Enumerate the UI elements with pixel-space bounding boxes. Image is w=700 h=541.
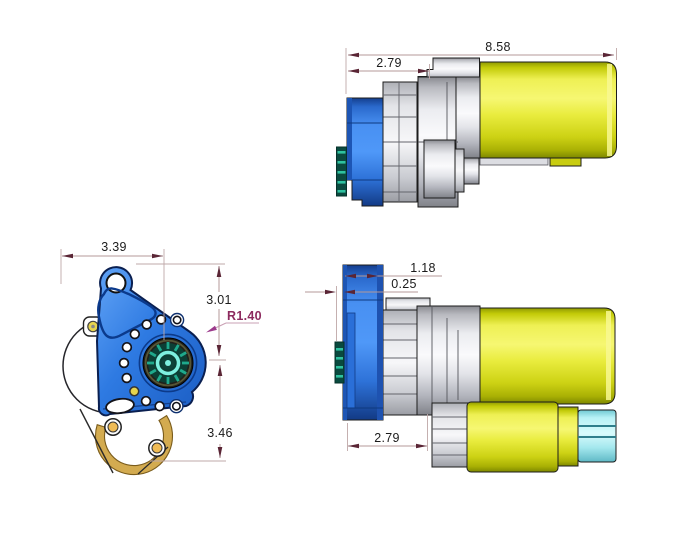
motor-end-highlight — [607, 64, 612, 156]
solenoid-step-ring — [557, 406, 579, 467]
connector-pin — [337, 190, 346, 193]
solenoid-bracket — [431, 402, 469, 468]
dim-bracket-to-gearbox: 2.79 — [376, 56, 402, 70]
dim-arrowhead — [216, 266, 222, 277]
dim-center-to-bottom: 3.46 — [207, 426, 233, 440]
dim-center-to-top: 3.01 — [206, 293, 232, 307]
bottom-slot — [105, 397, 135, 415]
bolt-hole — [141, 319, 152, 330]
connector-pin — [337, 171, 346, 174]
spline-bright-ring — [155, 350, 181, 376]
pocket-outline — [97, 287, 157, 339]
gear-stack — [381, 309, 418, 416]
bolt-hole-pilot — [129, 386, 140, 397]
dim-connector-offset: 0.25 — [391, 277, 417, 291]
dim-flange-radius: R1.40 — [227, 309, 262, 323]
spline-center — [165, 360, 171, 366]
solenoid-end-cap — [577, 409, 617, 463]
bolt-hole-pattern — [118, 312, 185, 414]
dim-arrowhead — [217, 447, 223, 458]
radius-arrowhead — [206, 325, 217, 333]
front-view: 3.39 3.01 3.46 R1.40 — [60, 240, 262, 476]
motor-body — [479, 61, 617, 159]
bolt-hole — [118, 357, 130, 369]
dim-arrowhead — [345, 273, 356, 279]
electrical-connector — [336, 146, 347, 197]
dim-arrowhead — [152, 253, 163, 259]
dim-overall-length: 8.58 — [485, 40, 511, 54]
connector-body — [334, 341, 345, 384]
bolt-hole — [171, 401, 181, 411]
bolt-hole — [155, 314, 167, 325]
output-spline-hub — [138, 333, 198, 393]
output-shaft — [463, 157, 480, 185]
gearbox-housing — [416, 305, 481, 416]
solenoid-body — [466, 401, 559, 473]
mounting-bracket — [346, 97, 384, 207]
output-drum — [423, 139, 456, 199]
motor-tab — [549, 157, 582, 167]
flange-rib — [346, 312, 356, 409]
bolt-hole — [172, 315, 182, 325]
side-view-lower: 1.18 0.25 2.79 — [305, 261, 617, 473]
hub-boss-ring — [138, 333, 198, 393]
connector-pin — [336, 357, 343, 360]
bolt-hole — [121, 372, 132, 384]
pilot-hole-center — [91, 324, 95, 329]
dim-arrowhead — [348, 52, 359, 58]
dim-overall-width: 3.39 — [101, 240, 127, 254]
flange-edge-shade — [377, 265, 383, 420]
dim-arrowhead — [348, 68, 359, 74]
connector-pin — [336, 366, 343, 369]
eyelet — [107, 421, 119, 433]
motor-end-highlight — [606, 311, 611, 400]
bracket-edge-shade — [347, 98, 352, 180]
connector-pin — [337, 151, 346, 154]
dim-flange-to-gearbox: 2.79 — [374, 431, 400, 445]
dim-arrowhead — [418, 68, 429, 74]
dim-arrowhead — [367, 273, 378, 279]
spline-teeth — [147, 342, 189, 384]
dim-arrowhead — [603, 52, 614, 58]
flange-edge-shade — [343, 265, 347, 420]
dim-arrowhead — [217, 365, 223, 376]
bolt-hole — [154, 400, 165, 412]
connector-pin — [336, 348, 343, 351]
bolt-hole — [140, 395, 152, 407]
bolt-hole — [129, 328, 141, 340]
connector-pin — [337, 161, 346, 164]
hub-olive-ring — [144, 339, 192, 387]
motor-mount-plate — [479, 157, 549, 166]
side-view-upper: 8.58 2.79 — [336, 40, 617, 208]
bolt-hole — [121, 341, 133, 353]
dim-arrowhead — [344, 289, 355, 295]
dim-arrowhead — [416, 443, 427, 449]
dim-arrowhead — [348, 443, 359, 449]
motor-body — [479, 307, 616, 405]
electrical-connector — [334, 341, 345, 384]
output-step-ring — [454, 148, 465, 193]
eyelet — [151, 442, 163, 454]
gearbox-housing-right — [455, 76, 483, 159]
dim-arrowhead — [325, 289, 336, 295]
connector-pin — [337, 181, 346, 184]
dim-flange-thickness: 1.18 — [410, 261, 436, 275]
dim-arrowhead — [62, 253, 73, 259]
dim-arrowhead — [216, 345, 222, 356]
connector-pin — [336, 375, 343, 378]
retainer-wire — [79, 408, 114, 474]
